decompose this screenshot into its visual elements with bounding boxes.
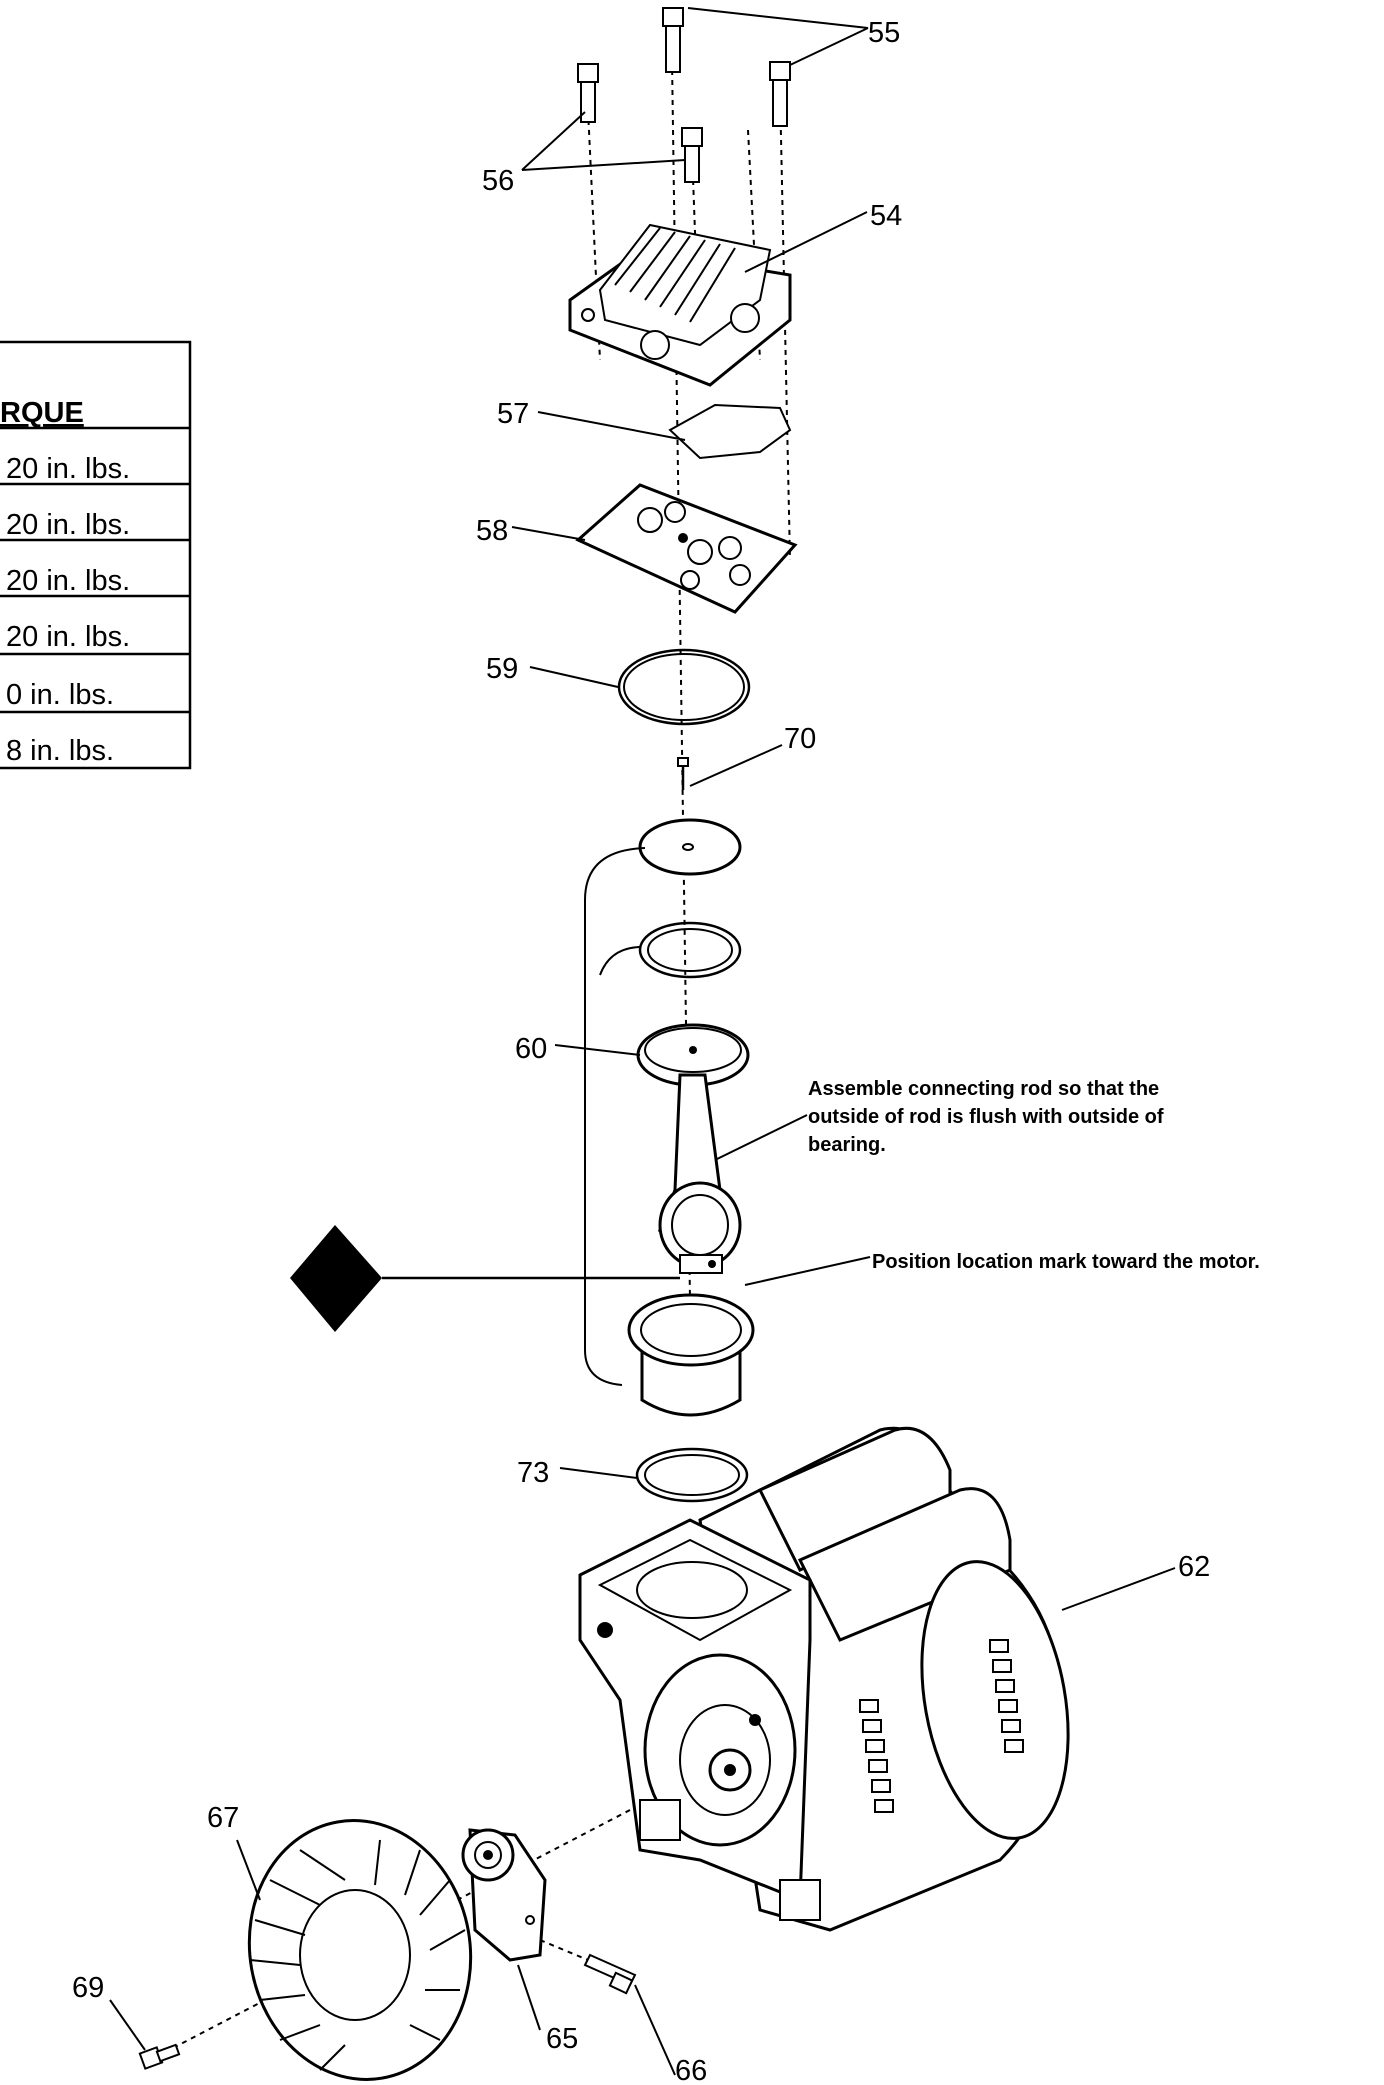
valve-plate-58 — [575, 483, 798, 614]
callout-69: 69 — [72, 1972, 104, 2004]
assembly-notes: Assemble connecting rod so that the outs… — [808, 1078, 1260, 1273]
callout-65: 65 — [546, 2023, 578, 2055]
callout-56: 56 — [482, 165, 514, 197]
crankcase-housing — [578, 1518, 821, 1921]
piston-assembly-bracket — [584, 847, 646, 1386]
bolt-56-center — [681, 127, 703, 183]
piston-60 — [636, 1023, 750, 1087]
screw-69 — [138, 2043, 181, 2070]
callout-57: 57 — [497, 398, 529, 430]
o-ring-59 — [617, 648, 751, 726]
note-connecting-rod-line-3: bearing. — [808, 1134, 886, 1156]
bearing-sleeve — [627, 1293, 755, 1417]
bolt-66 — [583, 1953, 637, 1995]
torque-table: RQUE 20 in. lbs. 20 in. lbs. 20 in. lbs.… — [0, 340, 192, 770]
callout-70: 70 — [784, 723, 816, 755]
counterweight-65 — [461, 1828, 547, 1962]
bolt-55-center — [662, 7, 684, 73]
note-connecting-rod-line-1: Assemble connecting rod so that the — [808, 1078, 1159, 1100]
pin-70 — [677, 757, 689, 790]
callout-58: 58 — [476, 515, 508, 547]
fan-67 — [247, 1819, 473, 2081]
torque-row-1: 20 in. lbs. — [6, 453, 130, 485]
piston-ring — [638, 921, 742, 979]
callout-labels: 55 56 54 57 58 59 70 60 73 62 67 69 65 6… — [72, 17, 1210, 2085]
callout-54: 54 — [870, 200, 902, 232]
bolt-56-left — [577, 63, 599, 123]
torque-row-2: 20 in. lbs. — [6, 509, 130, 541]
callout-59: 59 — [486, 653, 518, 685]
leader-lines — [109, 7, 1176, 2076]
callout-66: 66 — [675, 2055, 707, 2085]
torque-table-header: RQUE — [0, 397, 84, 429]
connecting-rod — [657, 1073, 742, 1274]
note-location-mark: Position location mark toward the motor. — [872, 1251, 1260, 1273]
torque-row-6: 8 in. lbs. — [6, 735, 114, 767]
gasket-57 — [668, 403, 792, 460]
callout-67: 67 — [207, 1802, 239, 1834]
callout-55: 55 — [868, 17, 900, 49]
bolt-55-right — [769, 61, 791, 127]
callout-73: 73 — [517, 1457, 549, 1489]
callout-60: 60 — [515, 1033, 547, 1065]
torque-row-4: 20 in. lbs. — [6, 621, 130, 653]
piston-cap — [638, 818, 742, 876]
callout-62: 62 — [1178, 1551, 1210, 1583]
torque-row-3: 20 in. lbs. — [6, 565, 130, 597]
torque-row-5: 0 in. lbs. — [6, 679, 114, 711]
location-mark-diamond — [290, 1225, 680, 1332]
o-ring-73 — [635, 1447, 749, 1503]
cylinder-head-54 — [568, 223, 792, 387]
note-connecting-rod-line-2: outside of rod is flush with outside of — [808, 1106, 1164, 1128]
